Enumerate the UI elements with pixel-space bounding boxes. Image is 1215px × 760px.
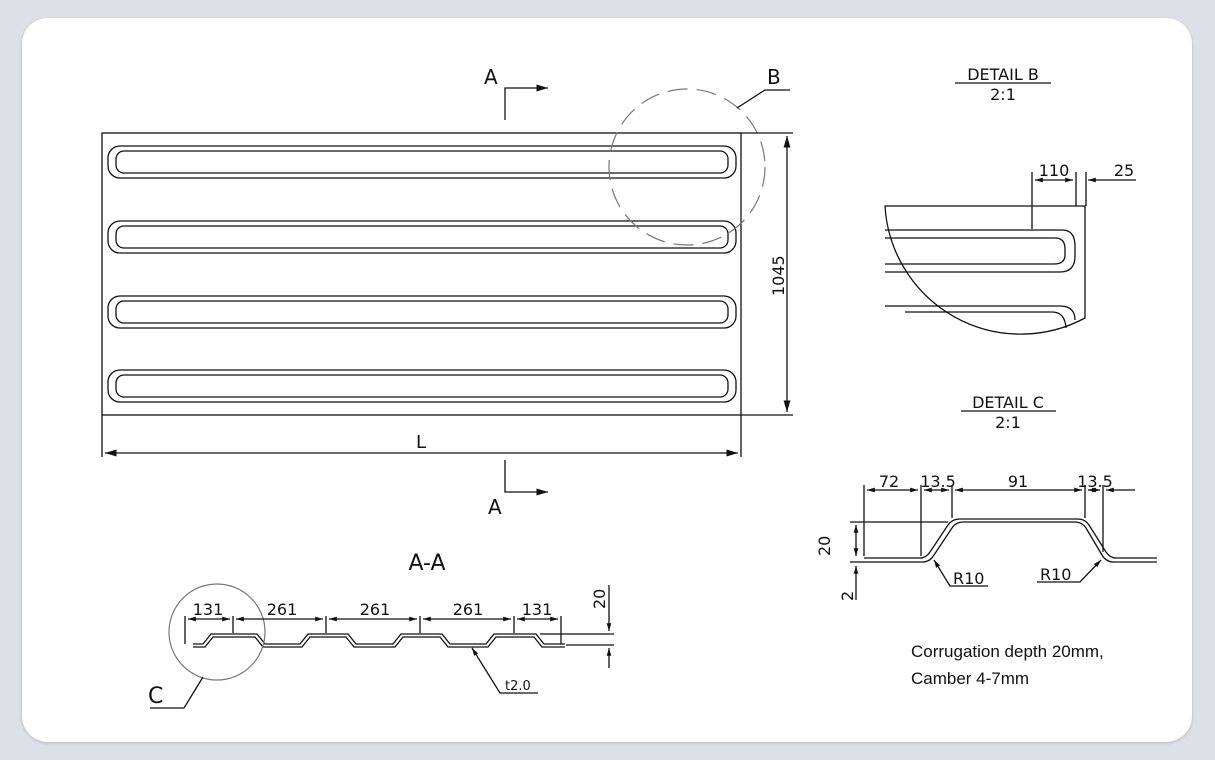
section-a-bottom-label: A: [488, 495, 502, 519]
section-profile-outer: [193, 633, 565, 645]
section-a-top-marker: [504, 84, 548, 120]
section-dim-text: 261: [453, 600, 484, 619]
section-dim-text: 261: [267, 600, 298, 619]
detail-b-view: DETAIL B 2:1 110 25: [884, 65, 1136, 335]
detail-b-rib-outer: [885, 229, 1076, 273]
detail-c-dim-text: 13.5: [920, 472, 956, 491]
detail-c-view: DETAIL C 2:1 72 13: [815, 393, 1157, 601]
detail-c-dim-text: 20: [815, 536, 834, 556]
detail-b-rib-inner: [885, 237, 1066, 265]
detail-c-radius-leader: [1037, 559, 1102, 583]
detail-c-dim-text: 72: [879, 472, 899, 491]
detail-b-title: DETAIL B: [967, 65, 1039, 84]
plan-view: [101, 84, 793, 496]
corrugation-rib: [107, 295, 737, 329]
detail-b-dim-text: 25: [1114, 161, 1134, 180]
detail-c-dim-text: 91: [1008, 472, 1028, 491]
technical-drawing: A A B 1045 L DETAIL B 2:1 110 25 DETAIL …: [101, 65, 1157, 709]
section-profile-inner: [193, 636, 565, 648]
length-dimension-text: L: [416, 432, 426, 453]
detail-c-circle: [168, 583, 266, 681]
section-a-top-label: A: [484, 65, 498, 89]
detail-b-scale: 2:1: [990, 85, 1016, 104]
note-line: Corrugation depth 20mm,: [911, 642, 1104, 661]
detail-c-radius-text: R10: [953, 569, 984, 588]
thickness-leader: [471, 647, 538, 694]
detail-c-radius-text: R10: [1040, 565, 1071, 584]
section-dim-text: 131: [193, 600, 224, 619]
detail-c-dim-text: 13.5: [1077, 472, 1113, 491]
section-a-bottom-marker: [504, 460, 548, 496]
detail-c-profile-outer: [864, 521, 1157, 563]
section-dim-text: 261: [360, 600, 391, 619]
detail-c-dim-text: 2: [838, 591, 857, 601]
thickness-text: t2.0: [505, 679, 531, 694]
detail-c-label: C: [148, 684, 163, 709]
detail-c-scale: 2:1: [995, 413, 1021, 432]
detail-c-radius-leader: [933, 559, 988, 587]
detail-b-label: B: [767, 65, 781, 89]
section-dim-text: 20: [590, 589, 609, 609]
section-dim-text: 131: [522, 600, 553, 619]
detail-c-leader: [150, 676, 204, 709]
detail-c-title: DETAIL C: [972, 393, 1044, 412]
detail-b-dim-text: 110: [1039, 161, 1070, 180]
section-aa-title: A-A: [408, 551, 445, 576]
notes-block: Corrugation depth 20mm, Camber 4-7mm: [911, 638, 1104, 692]
plan-labels: A A B 1045 L: [416, 65, 788, 519]
detail-b-circle: [608, 88, 766, 246]
corrugation-rib: [107, 369, 737, 403]
detail-b-boundary: [884, 205, 1086, 335]
corrugation-rib: [107, 220, 737, 254]
corrugation-rib: [107, 145, 737, 179]
detail-c-profile-inner: [864, 518, 1157, 559]
note-line: Camber 4-7mm: [911, 669, 1030, 688]
height-dimension-text: 1045: [769, 255, 788, 296]
drawing-sheet: A A B 1045 L DETAIL B 2:1 110 25 DETAIL …: [22, 18, 1192, 742]
section-aa-view: A-A 131 261: [148, 551, 614, 709]
panel-outline: [101, 132, 742, 416]
detail-b-leader: [736, 89, 790, 109]
